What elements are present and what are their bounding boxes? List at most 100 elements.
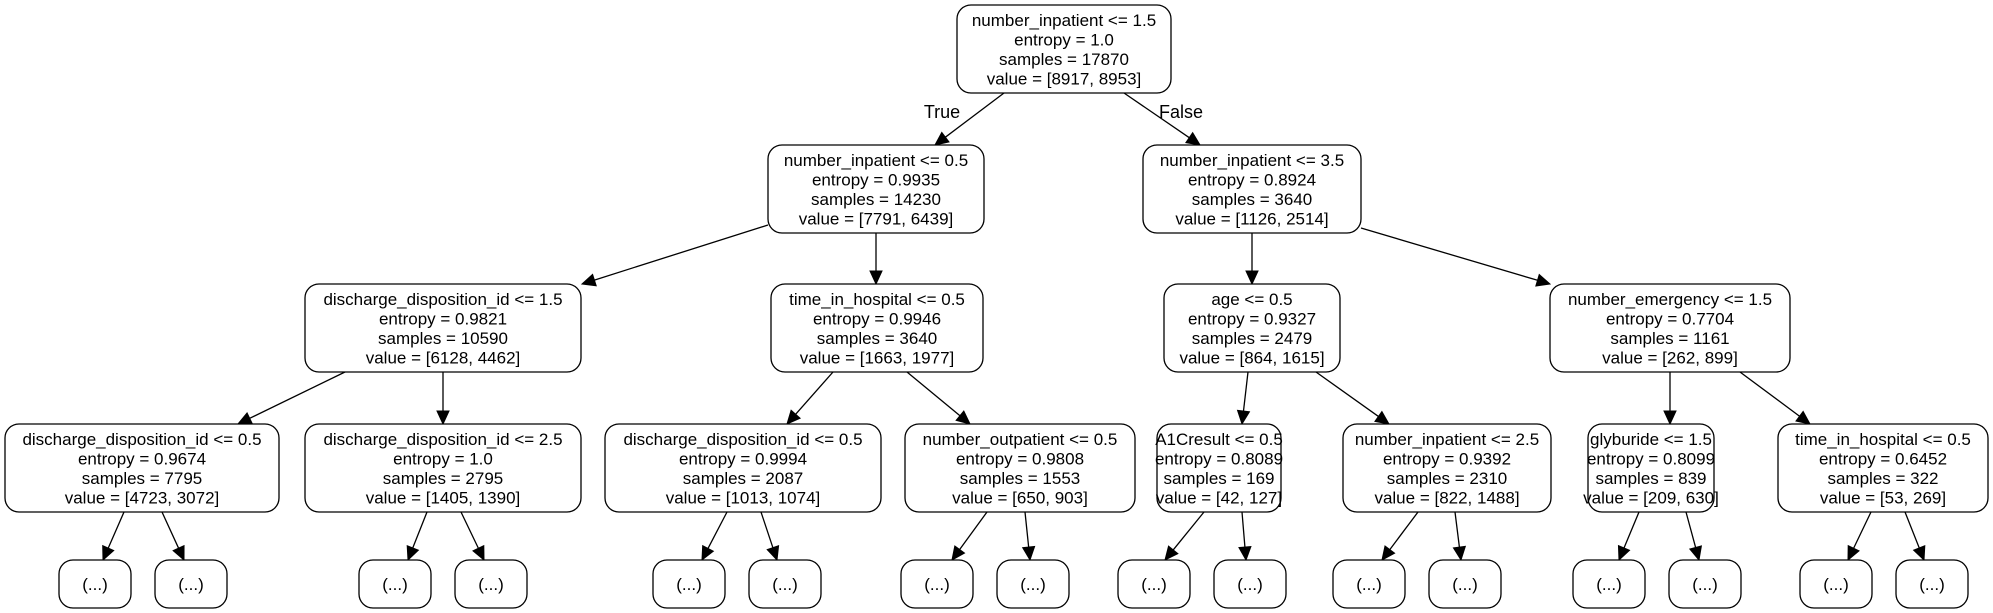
node-line: value = [1405, 1390] [366, 488, 521, 507]
arrowhead [1021, 545, 1036, 562]
node-box [1549, 283, 1791, 373]
node-line: entropy = 0.9674 [78, 449, 206, 468]
node-line: entropy = 0.9327 [1188, 309, 1316, 328]
edge-n_rl-to-n_rll [1236, 371, 1251, 426]
node-box [154, 559, 228, 609]
arrowhead [436, 410, 450, 426]
node-line: discharge_disposition_id <= 2.5 [323, 430, 562, 449]
arrowhead [236, 411, 254, 425]
edge-line [107, 511, 125, 549]
edge-line [1739, 371, 1800, 417]
node-line: entropy = 0.8089 [1155, 449, 1283, 468]
edge-n_rrr-to-leaf16 [1904, 511, 1926, 562]
edge-line [959, 511, 988, 550]
node-box [900, 559, 974, 609]
tree-node-leaf15: (...) [1799, 559, 1873, 609]
node-box [1142, 144, 1362, 234]
edge-root-to-n_r: False [1123, 92, 1203, 146]
arrowhead [1663, 410, 1677, 426]
node-box [1799, 559, 1873, 609]
tree-node-leaf2: (...) [154, 559, 228, 609]
arrowhead [102, 544, 115, 562]
node-line: A1Cresult <= 0.5 [1155, 430, 1283, 449]
node-line: time_in_hospital <= 0.5 [1795, 430, 1971, 449]
node-line: discharge_disposition_id <= 1.5 [323, 290, 562, 309]
node-line: entropy = 0.9994 [679, 449, 807, 468]
tree-node-leaf8: (...) [996, 559, 1070, 609]
node-line: number_outpatient <= 0.5 [923, 430, 1118, 449]
node-line: number_inpatient <= 2.5 [1355, 430, 1539, 449]
edge-n_lrr-to-leaf7 [951, 511, 988, 561]
edge-line [795, 371, 834, 415]
edge-n_r-to-n_rr [1360, 227, 1552, 287]
edge-n_l-to-n_ll [580, 224, 769, 287]
node-line: value = [822, 1488] [1374, 488, 1519, 507]
edge-n_lll-to-leaf2 [161, 511, 185, 562]
node-line: (...) [1823, 575, 1849, 594]
node-box [996, 559, 1070, 609]
node-box [1213, 559, 1287, 609]
arrowhead [1688, 545, 1703, 562]
node-line: samples = 2795 [383, 469, 504, 488]
edge-n_ll-to-n_llr [436, 372, 450, 426]
edge-n_rr-to-n_rrr [1739, 371, 1811, 425]
tree-node-leaf4: (...) [454, 559, 528, 609]
tree-node-leaf13: (...) [1572, 559, 1646, 609]
node-line: value = [7791, 6439] [799, 209, 954, 228]
edge-n_ll-to-n_lll [236, 371, 346, 425]
edge-n_llr-to-leaf3 [406, 511, 428, 562]
node-box [1587, 423, 1715, 513]
node-line: samples = 322 [1827, 469, 1938, 488]
arrowhead [1847, 544, 1860, 562]
node-box [1668, 559, 1742, 609]
node-line: entropy = 0.9808 [956, 449, 1084, 468]
edge-line [1454, 511, 1461, 548]
node-box [770, 283, 984, 373]
edge-n_lrl-to-leaf6 [760, 511, 780, 562]
node-line: samples = 1553 [960, 469, 1081, 488]
edge-line [707, 511, 728, 549]
node-line: samples = 7795 [82, 469, 203, 488]
edge-n_rlr-to-leaf11 [1381, 511, 1419, 561]
node-line: entropy = 0.7704 [1606, 309, 1734, 328]
edge-line [1853, 511, 1872, 549]
node-box [304, 423, 582, 513]
node-line: entropy = 0.9946 [813, 309, 941, 328]
edge-line [1024, 511, 1030, 548]
node-box [1342, 423, 1552, 513]
node-line: samples = 169 [1163, 469, 1274, 488]
node-line: entropy = 0.9935 [812, 170, 940, 189]
node-box [358, 559, 432, 609]
node-line: entropy = 0.8099 [1587, 449, 1715, 468]
node-line: number_inpatient <= 0.5 [784, 151, 968, 170]
arrowhead [1185, 131, 1201, 146]
edge-line [412, 511, 428, 549]
node-box [1572, 559, 1646, 609]
edge-label: False [1159, 102, 1203, 122]
edge-line [1389, 511, 1419, 550]
arrowhead [766, 545, 780, 562]
node-line: (...) [772, 575, 798, 594]
node-line: (...) [1237, 575, 1263, 594]
arrowhead [786, 409, 802, 425]
edge-n_r-to-n_rl [1245, 233, 1259, 286]
node-line: samples = 1161 [1610, 329, 1729, 348]
edge-line [1123, 92, 1190, 139]
node-line: samples = 839 [1595, 469, 1706, 488]
node-line: (...) [676, 575, 702, 594]
node-line: samples = 3640 [817, 329, 938, 348]
arrowhead [1535, 273, 1552, 287]
edge-line [161, 511, 180, 549]
node-box [1332, 559, 1406, 609]
node-line: (...) [478, 575, 504, 594]
node-line: entropy = 0.9821 [379, 309, 507, 328]
arrowhead [1238, 545, 1252, 562]
edge-line [1904, 511, 1920, 549]
arrowhead [955, 410, 971, 425]
edge-line [1242, 371, 1249, 412]
